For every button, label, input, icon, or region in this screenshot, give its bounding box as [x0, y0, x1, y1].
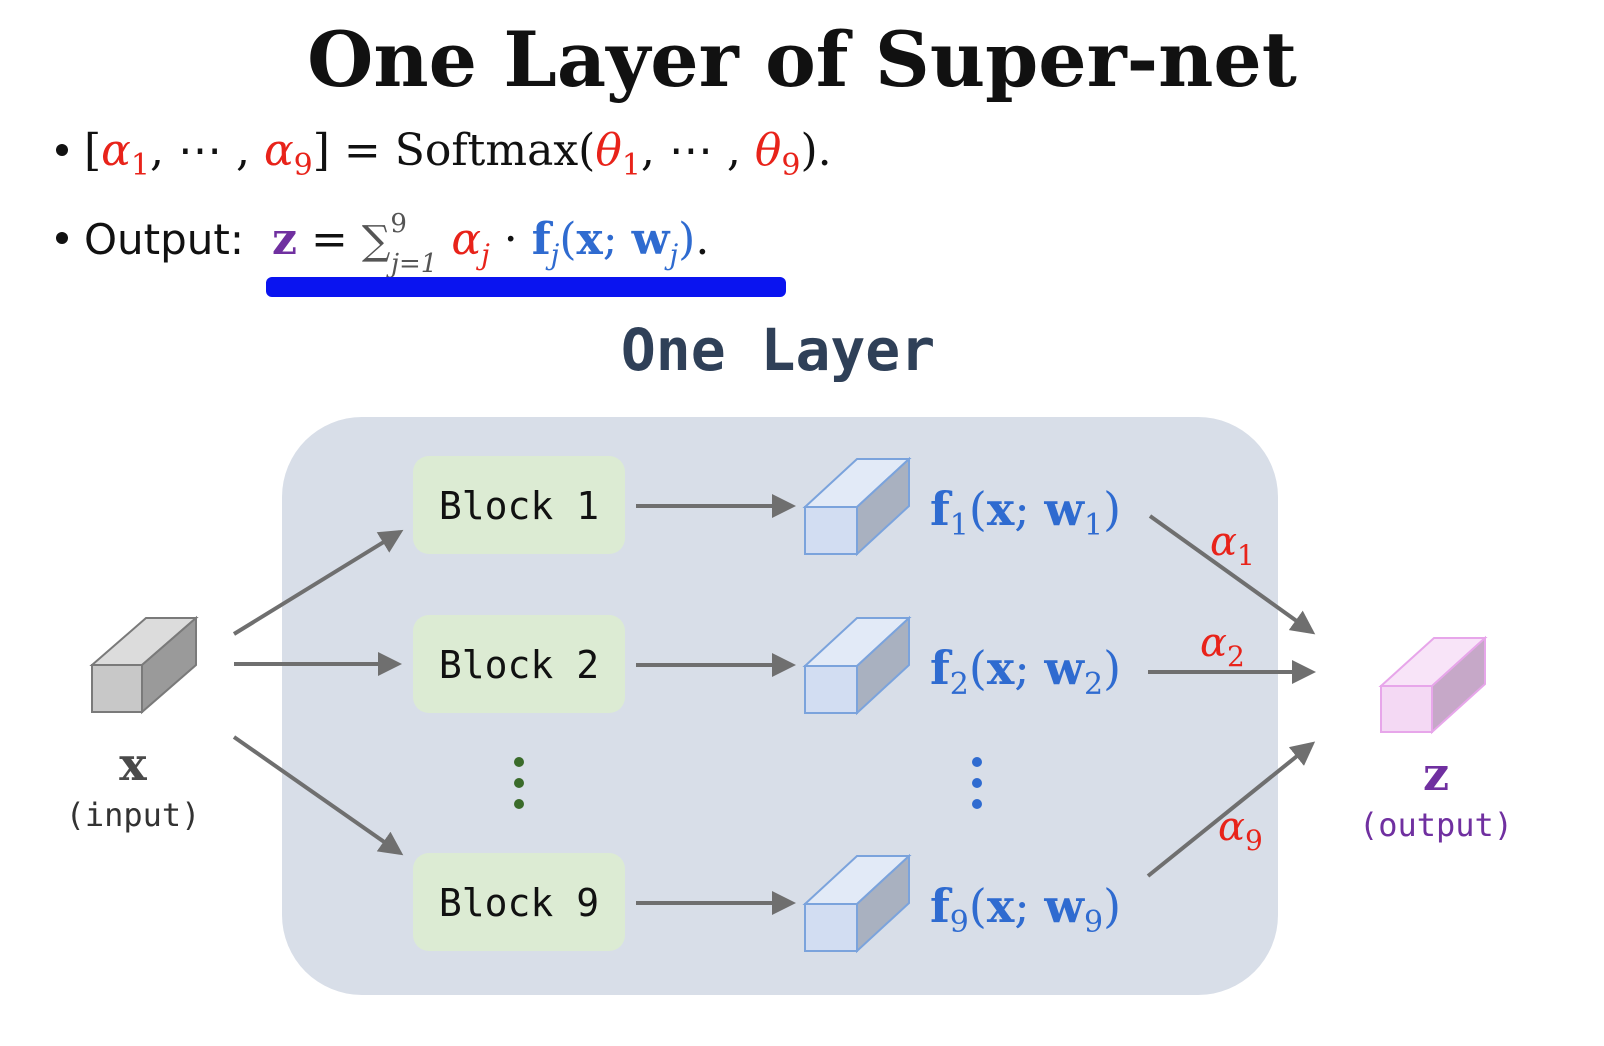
block-row-9: Block 9 f9(x; w9) [413, 853, 1121, 954]
softmax-equation: [α1, ⋯ , α9] = Softmax(θ1, ⋯ , θ9). [84, 125, 832, 183]
layer-panel [282, 417, 1278, 995]
alpha-2-label: α2 [1200, 620, 1245, 673]
bullet-dot [56, 144, 68, 156]
output-cube [1378, 635, 1488, 735]
arrow-feature-9-output [1146, 741, 1316, 878]
feature-cube-2 [802, 615, 912, 716]
bullet-softmax: [α1, ⋯ , α9] = Softmax(θ1, ⋯ , θ9). [56, 125, 832, 183]
alpha-1-label: α1 [1210, 519, 1255, 572]
output-caption: (output) [1359, 806, 1513, 844]
block-2 [413, 615, 625, 713]
output-label: Output: [84, 215, 244, 264]
equation-underline [266, 277, 786, 297]
block-1-label: Block 1 [439, 484, 599, 528]
layer-title: One Layer [621, 316, 935, 384]
arrow-input-block-1 [232, 529, 404, 636]
feature-cube-9 [802, 853, 912, 954]
block-2-label: Block 2 [439, 643, 599, 687]
vertical-dots-features [972, 757, 982, 809]
feature-9-label: f9(x; w9) [930, 879, 1121, 940]
output-symbol: z [1423, 747, 1449, 801]
feature-cube-1 [802, 456, 912, 557]
block-9 [413, 853, 625, 951]
alpha-9-label: α9 [1218, 804, 1263, 857]
input-symbol: x [119, 737, 147, 791]
slide-title: One Layer of Super-net [307, 15, 1297, 104]
feature-2-label: f2(x; w2) [930, 641, 1121, 702]
input-cube [89, 615, 199, 715]
block-9-label: Block 9 [439, 881, 599, 925]
bullet-dot [56, 232, 68, 244]
input-caption: (input) [66, 796, 201, 834]
arrow-input-block-9 [232, 735, 404, 856]
block-1 [413, 456, 625, 554]
block-row-2: Block 2 f2(x; w2) [413, 615, 1121, 716]
block-row-1: Block 1 f1(x; w1) [413, 456, 1121, 557]
arrow-feature-1-output [1148, 514, 1316, 635]
vertical-dots-blocks [514, 757, 524, 809]
feature-1-label: f1(x; w1) [930, 482, 1121, 543]
